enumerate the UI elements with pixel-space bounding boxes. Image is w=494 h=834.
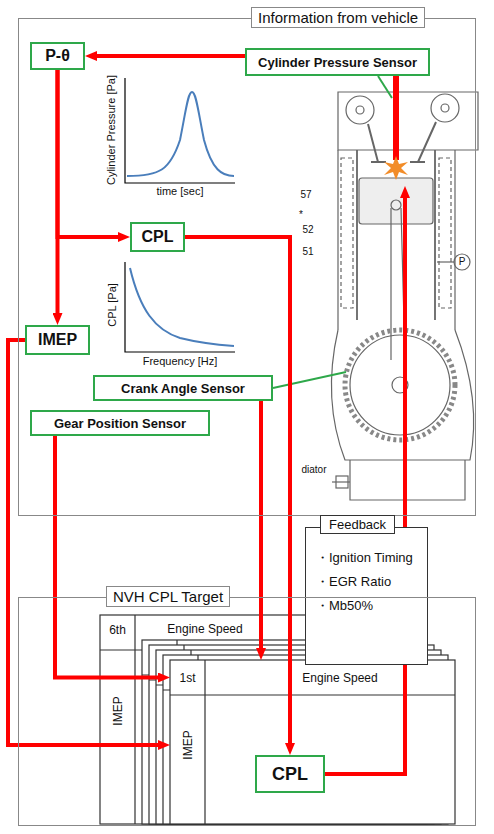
map-table-grid	[142, 640, 427, 824]
cpl-chart-axis	[125, 262, 235, 352]
radiator-hose	[332, 481, 350, 482]
box-label: Cylinder Pressure Sensor	[258, 55, 417, 70]
callout-number: P	[459, 256, 466, 268]
axis-label: time [sec]	[156, 185, 203, 198]
axis-label: CPL [Pa]	[106, 283, 119, 327]
axis-label: IMEP	[111, 696, 125, 725]
map-table-grid	[156, 650, 441, 824]
piston-pin	[391, 200, 401, 210]
map-table	[156, 650, 441, 824]
box-label: Crank Angle Sensor	[121, 381, 245, 396]
gear-label: 1st	[179, 671, 195, 685]
sensor-box: Cylinder Pressure Sensor	[245, 48, 430, 76]
intake-cam	[346, 96, 374, 124]
exhaust-cam	[431, 94, 459, 122]
cam-shaft	[441, 104, 449, 112]
box-label: Gear Position Sensor	[54, 416, 186, 431]
process-box: P-θ	[30, 42, 85, 70]
pressure-chart-axis	[125, 78, 235, 183]
signal-arrow	[95, 54, 245, 58]
section-panel: P-θ Cylinder Pressure SensorCPL IMEP Crank …	[18, 18, 476, 516]
signal-arrow	[58, 70, 121, 237]
feedback-arrow	[403, 196, 407, 527]
engine-drawing	[331, 92, 478, 500]
map-table: CPL 1st Engine SpeedIMEP	[170, 660, 455, 824]
map-table: 6thEngine SpeedIMEP	[100, 615, 385, 824]
feedback-item: ・Ignition Timing	[316, 546, 417, 570]
target-box: CPL	[255, 755, 325, 793]
sensor-box: Gear Position Sensor	[30, 410, 210, 436]
map-table-grid	[170, 660, 455, 824]
signal-arrow	[56, 70, 60, 315]
piston	[359, 178, 433, 224]
engine-block	[338, 150, 455, 330]
box-label: IMEP	[38, 331, 77, 349]
leader-line	[437, 261, 454, 262]
oil-pan	[350, 460, 465, 500]
feedback-box: Feedback・Ignition Timing・EGR Ratio・Mb50%	[305, 527, 428, 665]
cylinder-head	[338, 92, 478, 150]
combustion-flash	[384, 156, 408, 180]
cylinder-wall	[357, 150, 435, 320]
pressure-symbol-circle	[454, 254, 470, 270]
process-box: IMEP	[25, 325, 90, 355]
signal-arrow	[185, 237, 290, 745]
pressure-curve	[127, 92, 234, 176]
connecting-rod	[391, 208, 405, 360]
panel-heading: NVH CPL Target	[106, 586, 230, 607]
cam-shaft	[356, 106, 364, 114]
exhaust-valve	[410, 122, 436, 162]
crank-journal	[392, 377, 408, 393]
radiator-fitting	[336, 476, 348, 488]
gear-label: 6th	[109, 623, 126, 637]
callout-number: 51	[302, 246, 313, 258]
box-label: P-θ	[45, 47, 70, 65]
axis-label: Cylinder Pressure [Pa]	[105, 75, 118, 185]
cpl-curve	[130, 268, 234, 346]
water-jacket	[341, 158, 353, 308]
sensor-box: Crank Angle Sensor	[93, 375, 273, 401]
axis-label: Engine Speed	[302, 671, 377, 685]
signal-arrow	[259, 401, 263, 650]
axis-label: Frequency [Hz]	[143, 355, 218, 368]
map-table	[170, 660, 455, 824]
water-jacket	[439, 158, 451, 308]
feedback-heading: Feedback	[320, 515, 395, 534]
map-table	[142, 640, 427, 824]
feedback-item: ・EGR Ratio	[316, 570, 417, 594]
chart-axes	[125, 78, 235, 352]
box-label: CPL	[142, 228, 174, 246]
signal-arrow	[55, 436, 160, 678]
section-panel: 6thEngine SpeedIMEPCPL1stEngine SpeedIME…	[18, 597, 476, 826]
panel-heading: Information from vehicle	[251, 7, 425, 28]
crankcase	[331, 330, 473, 460]
map-table-grid	[149, 645, 434, 824]
callout-number: diator	[301, 464, 326, 476]
axis-label: Engine Speed	[167, 622, 242, 636]
box-label: CPL	[272, 764, 308, 785]
intake-valve	[368, 124, 386, 162]
callout-number: 57	[300, 189, 311, 201]
process-box: CPL	[130, 222, 185, 252]
crank-signal-plate	[345, 330, 455, 440]
callout-number: *	[299, 209, 303, 221]
sensor-leader	[378, 76, 392, 98]
sensor-leader	[273, 372, 346, 388]
crankshaft	[350, 335, 450, 435]
pressure-sensor-probe	[393, 76, 399, 160]
map-table	[163, 655, 448, 824]
map-table-grid	[163, 655, 448, 824]
axis-label: IMEP	[181, 730, 195, 759]
callout-number: 52	[302, 224, 313, 236]
map-table	[149, 645, 434, 824]
